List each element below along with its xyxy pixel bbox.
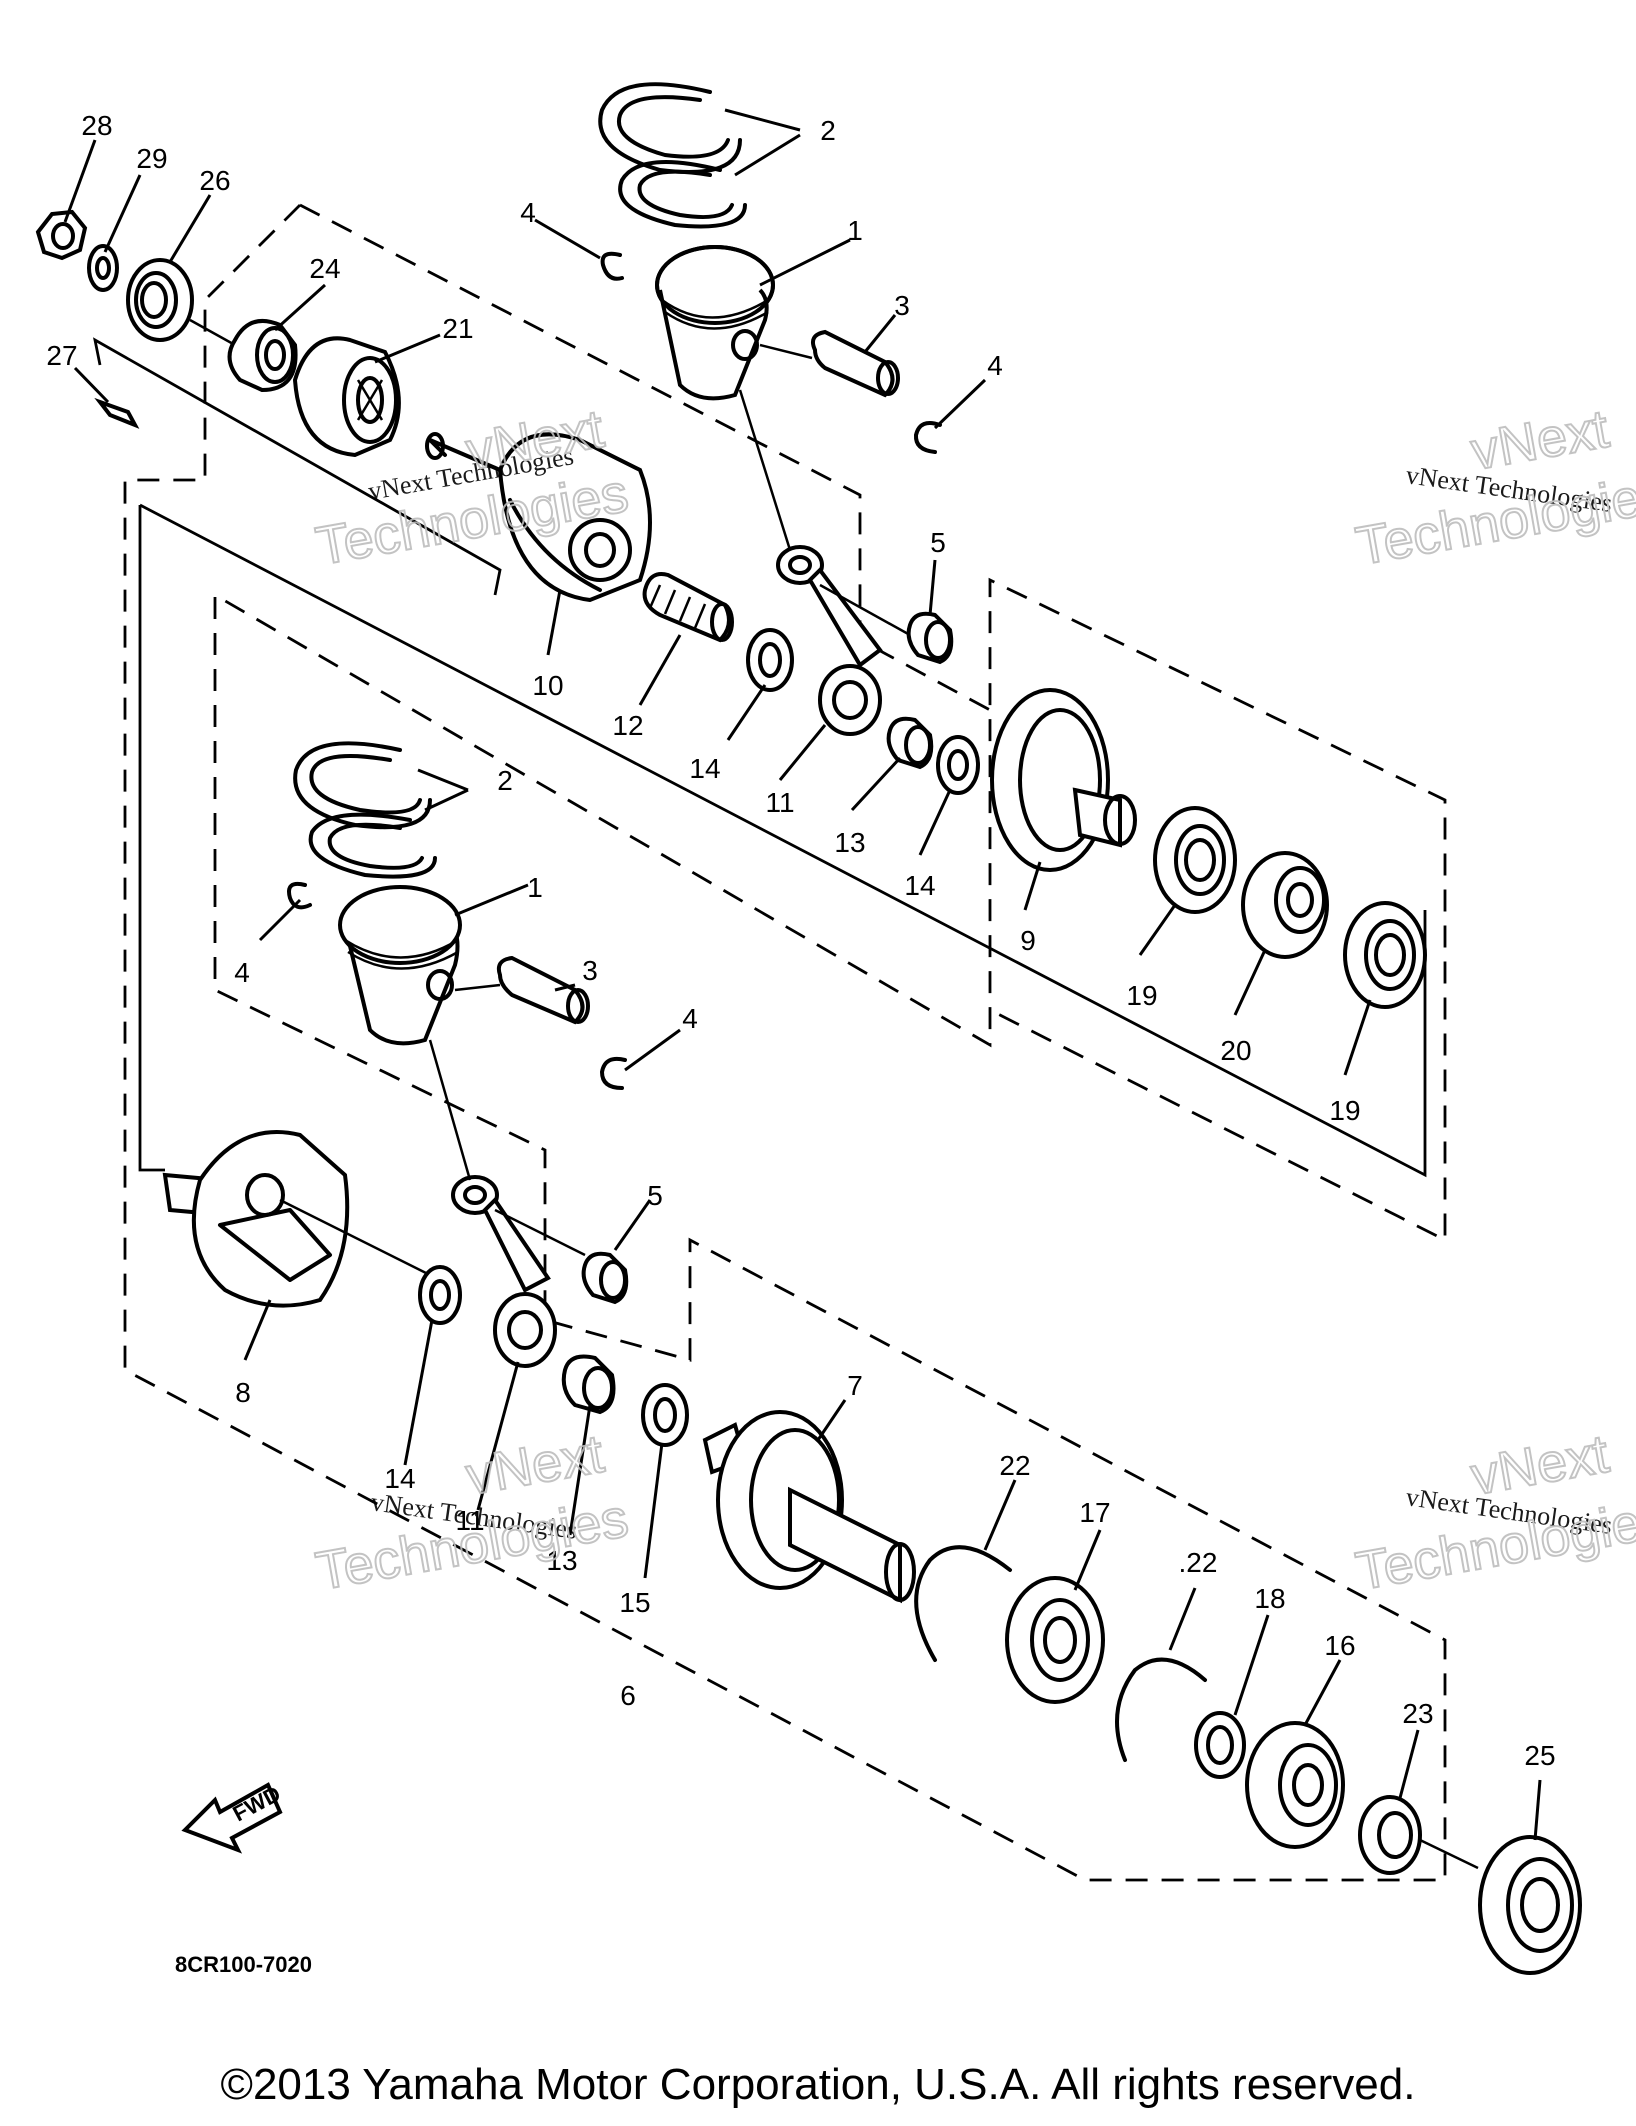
connecting-rod-11-upper: [776, 545, 883, 736]
piston-1-upper: [655, 245, 775, 401]
needle-bearing-5-lower: [581, 1251, 629, 1305]
callout-4-lower-left: 4: [234, 957, 250, 988]
watermark: vNext Technologies vNext Technologies vN…: [311, 398, 1636, 1603]
part-code: 8CR100-7020: [175, 1952, 312, 1977]
needle-bearing-5-upper: [906, 611, 954, 665]
nut-28: [35, 209, 88, 261]
bearing-17: [1005, 1576, 1105, 1704]
callout-12: 12: [612, 710, 643, 741]
callout-6: 6: [620, 1680, 636, 1711]
callout-20: 20: [1220, 1035, 1251, 1066]
bearing-19-right: [1343, 901, 1427, 1009]
callout-3-lower: 3: [582, 955, 598, 986]
circlip-4-upper-right: [913, 421, 942, 454]
oil-seal-26: [126, 258, 194, 342]
callout-19-right: 19: [1329, 1095, 1360, 1126]
callout-29: 29: [136, 143, 167, 174]
callout-numbers: 28 29 26 24 21 27 2 4 1 3 4 5 10 12 14 1…: [46, 110, 1555, 1771]
piston-1-lower: [338, 885, 462, 1046]
callout-14-upper-right: 14: [904, 870, 935, 901]
callout-2-lower: 2: [497, 765, 513, 796]
circlip-4-lower-left: [287, 881, 312, 910]
callout-19-left: 19: [1126, 980, 1157, 1011]
bearing-19-left: [1153, 806, 1237, 914]
callout-1-upper: 1: [847, 215, 863, 246]
callout-22-left: 22: [999, 1450, 1030, 1481]
circlip-4-lower-right: [600, 1056, 627, 1090]
circlip-4-upper-left: [600, 251, 624, 281]
crank-pin-12: [642, 572, 734, 643]
callout-27: 27: [46, 340, 77, 371]
callout-7: 7: [847, 1370, 863, 1401]
callout-leaders: [63, 108, 1542, 1841]
callout-3-upper: 3: [894, 290, 910, 321]
needle-bearing-13-upper: [886, 716, 934, 770]
callout-26: 26: [199, 165, 230, 196]
svg-text:vNext: vNext: [1467, 399, 1613, 482]
crank-half-9: [990, 688, 1137, 872]
circlip-22-right: [1115, 1657, 1207, 1762]
washer-29: [87, 244, 119, 292]
callout-13-upper: 13: [834, 827, 865, 858]
callout-13-lower: 13: [546, 1545, 577, 1576]
washer-18: [1194, 1711, 1246, 1779]
crank-half-7: [702, 1410, 916, 1604]
svg-text:vNext: vNext: [1467, 1424, 1613, 1507]
collar-24: [227, 319, 298, 393]
circlip-22-left: [914, 1545, 1012, 1662]
callout-11-lower: 11: [455, 1505, 484, 1536]
callout-17: 17: [1079, 1497, 1110, 1528]
piston-pin-3-lower: [496, 955, 590, 1025]
crank-half-8: [162, 1130, 350, 1308]
piston-pin-3-upper: [811, 329, 900, 398]
fwd-arrow-icon: FWD: [181, 1781, 285, 1854]
gear-20: [1241, 851, 1329, 959]
callout-18: 18: [1254, 1583, 1285, 1614]
callout-1-lower: 1: [527, 872, 543, 903]
callout-21: 21: [442, 313, 473, 344]
connecting-rod-11-lower: [451, 1175, 557, 1368]
thrust-washer-14-upper: [746, 628, 794, 692]
oil-seal-25: [1478, 1835, 1582, 1975]
callout-15: 15: [619, 1587, 650, 1618]
collar-23: [1358, 1795, 1422, 1875]
piston-rings-2-upper: [598, 82, 747, 229]
bearing-21: [292, 336, 401, 458]
callout-14-upper: 14: [689, 753, 720, 784]
callout-5-lower: 5: [647, 1180, 663, 1211]
callout-24: 24: [309, 253, 340, 284]
assembly-boundaries: [93, 203, 1447, 1882]
key-27: [94, 397, 140, 429]
callout-10: 10: [532, 670, 563, 701]
callout-25: 25: [1524, 1740, 1555, 1771]
piston-rings-2-lower: [293, 741, 437, 879]
callout-14-lower: 14: [384, 1463, 415, 1494]
bearing-16: [1245, 1721, 1345, 1849]
callout-2-upper: 2: [820, 115, 836, 146]
callout-22-right: .22: [1179, 1547, 1218, 1578]
callout-16: 16: [1324, 1630, 1355, 1661]
needle-bearing-13-lower: [561, 1354, 616, 1415]
thrust-washer-14-lower: [418, 1265, 462, 1325]
callout-8: 8: [235, 1377, 251, 1408]
callout-28: 28: [81, 110, 112, 141]
thrust-washer-14-upper-right: [936, 735, 980, 795]
callout-5-upper: 5: [930, 527, 946, 558]
callout-4-upper-right: 4: [987, 350, 1003, 381]
crank-half-10: [425, 432, 652, 603]
callout-23: 23: [1402, 1698, 1433, 1729]
callout-9: 9: [1020, 925, 1036, 956]
callout-4-upper-left: 4: [520, 197, 536, 228]
callout-11-upper: 11: [765, 787, 794, 818]
copyright-notice: ©2013 Yamaha Motor Corporation, U.S.A. A…: [220, 2060, 1416, 2109]
thrust-washer-15: [641, 1383, 689, 1447]
callout-4-lower-right: 4: [682, 1003, 698, 1034]
